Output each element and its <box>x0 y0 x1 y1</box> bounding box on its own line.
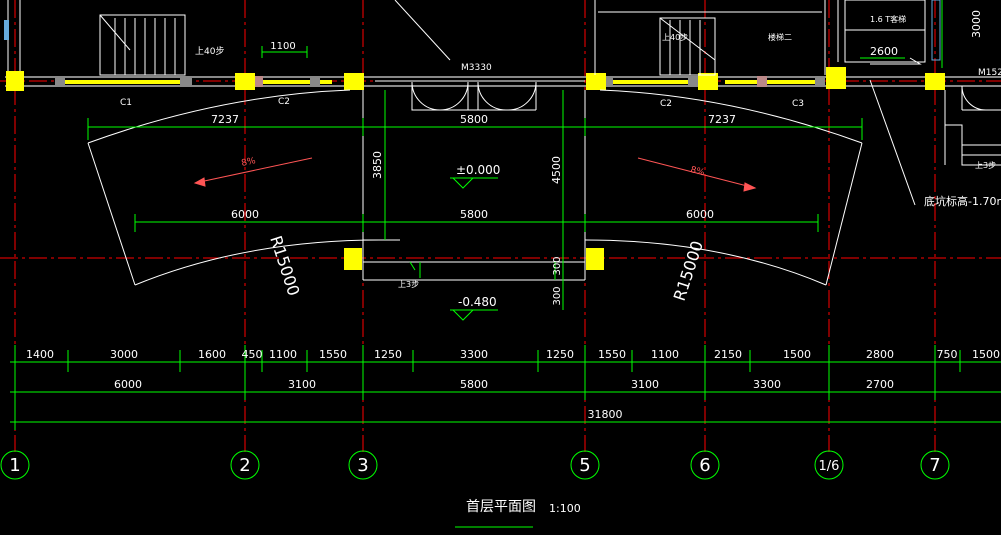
axis-label-5: 5 <box>579 455 590 476</box>
axis-label-1-6: 1/6 <box>819 459 840 474</box>
dim-row1-item: 1100 <box>651 348 679 361</box>
dim-lower-center: 5800 <box>460 208 488 221</box>
dim-row2-item: 3300 <box>753 378 781 391</box>
dim-row1-item: 3000 <box>110 348 138 361</box>
axis-label-7: 7 <box>929 455 940 476</box>
axis-label-6: 6 <box>699 455 710 476</box>
label-step: 上3步 <box>398 280 419 289</box>
dim-lower-left: 6000 <box>231 208 259 221</box>
label-stair-right: 上40步 <box>662 33 688 42</box>
right-door <box>961 85 1001 111</box>
label-elev-down: -0.480 <box>458 295 497 309</box>
dim-upper-right: 7237 <box>708 113 736 126</box>
dim-row2-item: 3100 <box>288 378 316 391</box>
label-win-c3: C3 <box>792 99 804 109</box>
dimension-row-1: 1400 3000 1600 450 1100 1550 1250 3300 1… <box>26 348 1000 361</box>
column <box>344 73 364 90</box>
dim-v-3850: 3850 <box>371 151 384 179</box>
dim-row2-item: 6000 <box>114 378 142 391</box>
upper-dimension-text: 7237 5800 7237 6000 5800 6000 1100 2600 <box>211 41 898 221</box>
dim-top-3000: 3000 <box>970 10 983 38</box>
axis-label-3: 3 <box>357 455 368 476</box>
label-stair-left: 上40步 <box>195 46 224 57</box>
dim-row1-item: 450 <box>242 348 263 361</box>
dim-row1-item: 750 <box>937 348 958 361</box>
entrance-platform <box>87 0 1001 286</box>
axis-labels: 1 2 3 5 6 1/6 7 <box>9 455 940 476</box>
dim-lower-right: 6000 <box>686 208 714 221</box>
columns <box>6 67 945 270</box>
label-radius-left: R15000 <box>266 233 303 298</box>
dim-row1-item: 1600 <box>198 348 226 361</box>
label-door-main: M3330 <box>461 63 492 73</box>
column <box>698 73 718 90</box>
dim-total: 31800 <box>588 408 623 421</box>
label-room-right: 楼梯二 <box>768 32 792 42</box>
label-win-c2-left: C2 <box>278 97 290 107</box>
stair-left <box>99 14 186 76</box>
dim-upper-left: 7237 <box>211 113 239 126</box>
slope-arrows <box>193 157 757 192</box>
dim-row2-item: 3100 <box>631 378 659 391</box>
label-door-right: M152 <box>978 68 1001 78</box>
elevation-markers <box>409 177 556 321</box>
stair-right <box>594 0 826 76</box>
column <box>586 248 604 270</box>
dim-row1-item: 3300 <box>460 348 488 361</box>
window-c2-strip <box>262 80 332 84</box>
dimension-row-2: 6000 3100 5800 3100 3300 2700 <box>114 378 894 391</box>
column <box>586 73 606 90</box>
dim-row1-item: 2800 <box>866 348 894 361</box>
label-win-c2-right: C2 <box>660 99 672 109</box>
dim-v-4500: 4500 <box>550 156 563 184</box>
label-radius-right: R15000 <box>670 238 707 303</box>
dim-row2-item: 2700 <box>866 378 894 391</box>
axis-lines <box>0 0 1001 452</box>
window-c2r-strip <box>608 80 688 84</box>
dim-row1-item: 1550 <box>598 348 626 361</box>
dim-v-300a: 300 <box>552 256 563 275</box>
dim-top-1100: 1100 <box>270 41 295 52</box>
dim-v-300b: 300 <box>552 286 563 305</box>
axis-label-2: 2 <box>239 455 250 476</box>
dim-row2-item: 5800 <box>460 378 488 391</box>
axis-label-1: 1 <box>9 455 20 476</box>
dim-upper-center: 5800 <box>460 113 488 126</box>
label-slope-right: 8% <box>689 165 706 178</box>
label-step-right: 上3步 <box>975 161 996 170</box>
dim-row1-item: 1500 <box>972 348 1000 361</box>
dim-row1-item: 1100 <box>269 348 297 361</box>
label-elevator: 1.6 T客梯 <box>870 14 906 24</box>
drawing-title: 首层平面图 <box>466 499 536 515</box>
label-win-c1: C1 <box>120 98 132 108</box>
label-pit: 底坑标高-1.70m <box>924 194 1001 208</box>
dim-top-2600: 2600 <box>870 45 898 58</box>
walls <box>4 0 1001 87</box>
plan-labels: M3330 M152 C1 C2 C2 C3 上40步 上40步 楼梯二 1.6… <box>120 14 1001 309</box>
window-c1-strip <box>60 80 180 84</box>
column <box>6 71 24 91</box>
column <box>925 73 945 90</box>
dim-row1-item: 1250 <box>374 348 402 361</box>
dimension-lines <box>10 0 1001 528</box>
window-c3-strip <box>725 80 820 84</box>
dim-row1-item: 2150 <box>714 348 742 361</box>
dim-row1-item: 1500 <box>783 348 811 361</box>
column <box>235 73 255 90</box>
column <box>826 67 846 89</box>
axis-bubbles <box>0 450 950 480</box>
dim-row1-item: 1550 <box>319 348 347 361</box>
label-slope-left: 8% <box>241 156 257 169</box>
main-doors <box>375 80 585 111</box>
label-elev-up: ±0.000 <box>456 163 500 177</box>
dim-row1-item: 1250 <box>546 348 574 361</box>
elevator <box>837 0 941 65</box>
dim-row1-item: 1400 <box>26 348 54 361</box>
drawing-scale: 1:100 <box>549 502 581 515</box>
column <box>344 248 362 270</box>
